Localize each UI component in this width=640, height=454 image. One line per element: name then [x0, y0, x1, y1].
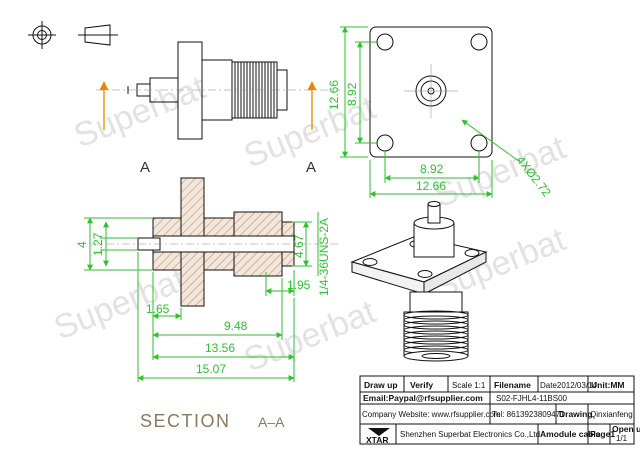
tb-draw-up: Draw up [364, 380, 398, 390]
dim-hole-spacing-vertical: 8.92 [345, 82, 359, 106]
tb-drafter: Qinxianfeng [590, 410, 633, 419]
tb-company: Shenzhen Superbat Electronics Co.,Ltd [400, 430, 540, 439]
dim-len-165: 1.65 [146, 302, 170, 316]
watermark: Superbat [49, 260, 192, 347]
tb-date: Date2012/03/14 [540, 381, 597, 390]
tb-verify: Verify [410, 380, 433, 390]
tb-product: Amodule cable [540, 429, 601, 439]
section-marker-right: A [306, 159, 316, 176]
tb-tel: Tel: 8613923809471 [492, 410, 565, 419]
dim-width-127: 1.27 [91, 232, 105, 256]
dim-len-1507: 15.07 [196, 362, 226, 376]
title-block: Draw up Verify Scale 1:1 Filename Date20… [359, 375, 640, 445]
dim-width-4: 4 [75, 241, 89, 248]
tb-page-count: 1/1 [616, 434, 628, 443]
xtar-logo: XTAR [366, 428, 390, 445]
projection-symbol [28, 21, 118, 49]
tb-page: Page1 [590, 429, 615, 439]
dim-thread: 1/4-36UNS-2A [317, 218, 331, 296]
section-title: SECTION A–A [140, 411, 285, 431]
dim-flange-height: 12.66 [327, 80, 341, 110]
dim-len-948: 9.48 [224, 319, 248, 333]
watermarks: Superbat Superbat Superbat Superbat Supe… [49, 68, 572, 379]
tb-unit: Unit:MM [591, 380, 625, 390]
tb-part-no: S02-FJHL4-11BS00 [496, 394, 568, 403]
section-marker-left: A [140, 159, 150, 176]
front-view-flange [369, 26, 493, 158]
tb-drawing: Drawing [559, 409, 593, 419]
dim-flange-width: 12.66 [416, 179, 446, 193]
watermark: Superbat [239, 292, 382, 379]
dim-width-467: 4.67 [292, 234, 306, 258]
tb-logo-text: XTAR [366, 435, 389, 445]
dim-len-1356: 13.56 [205, 341, 235, 355]
isometric-view [350, 201, 488, 362]
section-dimensions: 4 1.27 4.67 1/4-36UNS-2A 1.95 1.65 9.48 … [75, 212, 331, 382]
tb-website: Company Website: www.rfsupplier.com [362, 410, 501, 419]
side-view: A A [96, 41, 340, 176]
tb-filename: Filename [494, 380, 531, 390]
dim-len-195: 1.95 [287, 278, 311, 292]
section-title-main: SECTION [140, 411, 231, 431]
section-view [90, 177, 340, 307]
dim-hole-spacing-horizontal: 8.92 [420, 162, 444, 176]
watermark: Superbat [69, 68, 212, 155]
tb-scale: Scale 1:1 [452, 381, 486, 390]
tb-email: Email:Paypal@rfsupplier.com [363, 393, 483, 403]
watermark: Superbat [429, 128, 572, 215]
tb-open-up: Open up [612, 424, 640, 434]
section-title-suffix: A–A [258, 414, 285, 430]
